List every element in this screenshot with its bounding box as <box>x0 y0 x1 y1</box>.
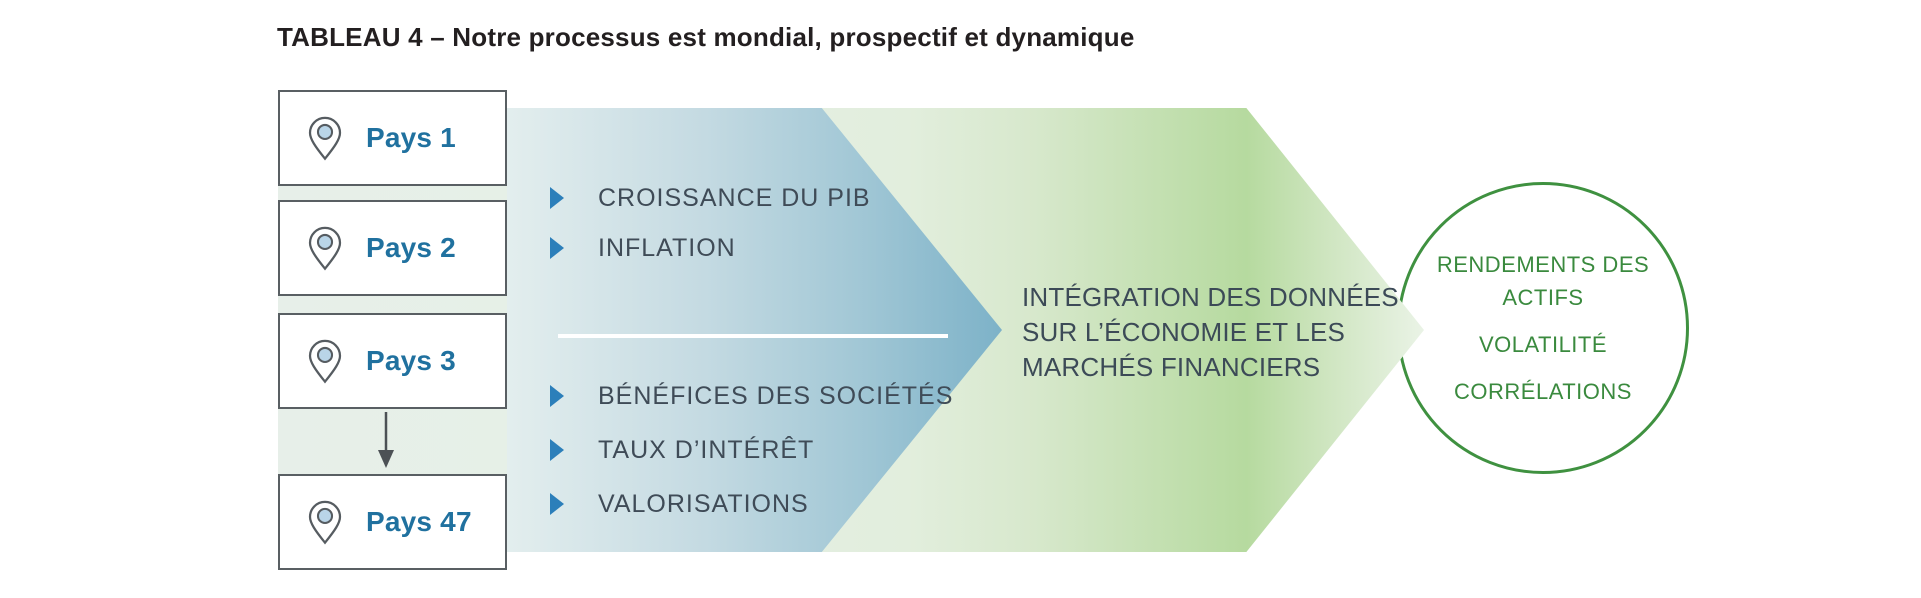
output-item: CORRÉLATIONS <box>1454 379 1632 404</box>
outputs-circle: RENDEMENTS DES ACTIFS VOLATILITÉ CORRÉLA… <box>1397 182 1689 474</box>
input-item-benefices-des-societes: BÉNÉFICES DES SOCIÉTÉS <box>550 381 954 410</box>
country-label: Pays 3 <box>366 345 456 376</box>
diagram-title: TABLEAU 4 – Notre processus est mondial,… <box>277 22 1135 52</box>
more-countries-indicator <box>377 412 395 473</box>
country-box-pays-1: Pays 1 <box>278 90 507 186</box>
integration-text: INTÉGRATION DES DONNÉES SUR L’ÉCONOMIE E… <box>1022 280 1399 385</box>
country-label: Pays 1 <box>366 122 456 153</box>
triangle-bullet-icon <box>550 493 564 515</box>
country-label: Pays 47 <box>366 506 472 537</box>
inputs-divider <box>558 334 948 338</box>
triangle-bullet-icon <box>550 385 564 407</box>
triangle-bullet-icon <box>550 439 564 461</box>
country-box-pays-2: Pays 2 <box>278 200 507 296</box>
input-item-inflation: INFLATION <box>550 233 736 262</box>
country-box-pays-3: Pays 3 <box>278 313 507 409</box>
down-arrow-icon <box>378 412 394 468</box>
input-item-label: CROISSANCE DU PIB <box>598 183 871 212</box>
input-item-croissance-du-pib: CROISSANCE DU PIB <box>550 183 871 212</box>
map-pin-icon <box>308 226 342 270</box>
input-item-label: INFLATION <box>598 233 736 262</box>
input-item-label: VALORISATIONS <box>598 489 809 518</box>
input-item-label: TAUX D’INTÉRÊT <box>598 435 815 464</box>
map-pin-icon <box>308 339 342 383</box>
integration-line: MARCHÉS FINANCIERS <box>1022 352 1321 382</box>
input-item-label: BÉNÉFICES DES SOCIÉTÉS <box>598 381 954 410</box>
map-pin-icon <box>308 500 342 544</box>
output-item: VOLATILITÉ <box>1478 332 1608 357</box>
country-label: Pays 2 <box>366 232 456 263</box>
map-pin-icon <box>308 116 342 160</box>
output-item: RENDEMENTS DES ACTIFS <box>1436 252 1650 310</box>
integration-line: INTÉGRATION DES DONNÉES <box>1022 282 1399 312</box>
input-item-valorisations: VALORISATIONS <box>550 489 809 518</box>
triangle-bullet-icon <box>550 237 564 259</box>
triangle-bullet-icon <box>550 187 564 209</box>
input-item-taux-d-interet: TAUX D’INTÉRÊT <box>550 435 815 464</box>
integration-line: SUR L’ÉCONOMIE ET LES <box>1022 317 1346 347</box>
country-box-pays-47: Pays 47 <box>278 474 507 570</box>
